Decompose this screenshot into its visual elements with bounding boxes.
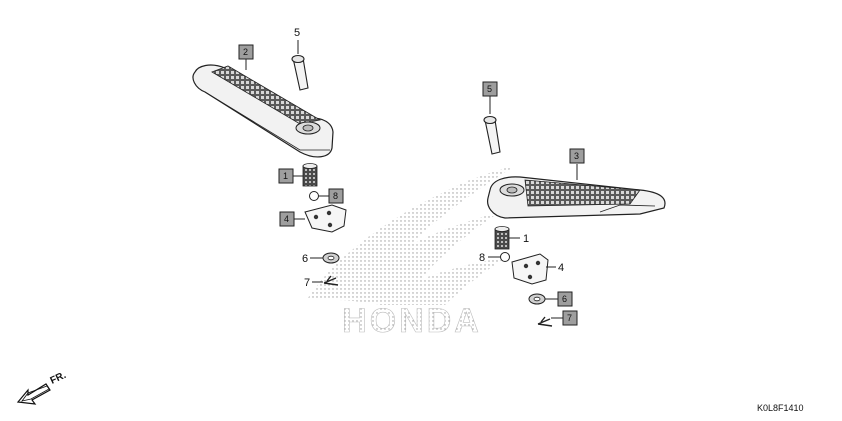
right-pivot-pin: 5 [482, 81, 501, 155]
right-footpeg-step: 3 [487, 148, 666, 219]
left-plate: 4 [279, 204, 347, 233]
left-plate-box-label: 4 [284, 214, 289, 224]
left-step-box-label: 2 [243, 47, 248, 57]
right-plate-label: 4 [558, 262, 564, 274]
left-spring: 1 [278, 163, 318, 187]
right-washer-box-label: 6 [562, 294, 567, 304]
left-pin-label: 5 [294, 27, 300, 39]
left-detent-ball: 8 [309, 188, 344, 204]
right-detent-ball: 8 [479, 252, 510, 264]
right-cotter-box [562, 310, 578, 326]
right-plate: 4 [511, 253, 564, 285]
left-footpeg-step: 2 [192, 44, 334, 158]
honda-watermark-text: HONDA [342, 302, 482, 340]
left-cotter-label: 7 [304, 277, 310, 289]
right-spring: 1 [494, 226, 529, 250]
front-direction-label: FR. [49, 370, 68, 387]
right-cotter-box-label: 7 [567, 313, 572, 323]
right-washer-box [557, 291, 573, 307]
right-spring-label: 1 [523, 233, 529, 245]
honda-wing-watermark: HONDA [308, 166, 515, 340]
right-step-box-label: 3 [574, 151, 579, 161]
left-pivot-pin: 5 [291, 27, 309, 91]
left-cotter-pin: 7 [304, 275, 339, 289]
right-pin-box-label: 5 [487, 84, 492, 94]
front-direction-arrow: FR. [16, 370, 68, 405]
left-footpeg-assembly: 5 2 1 8 [192, 27, 347, 289]
left-spring-box-label: 1 [283, 171, 288, 181]
right-footpeg-assembly: 5 3 1 8 [479, 81, 666, 327]
right-washer: 6 [528, 291, 573, 307]
right-step-box [569, 148, 585, 164]
left-ball-box [328, 188, 344, 204]
left-ball-box-label: 8 [333, 191, 338, 201]
right-ball-label: 8 [479, 252, 485, 264]
drawing-code: K0L8F1410 [757, 403, 804, 413]
left-step-box [238, 44, 254, 60]
left-washer: 6 [302, 252, 340, 265]
right-cotter-pin: 7 [537, 310, 578, 327]
left-washer-label: 6 [302, 253, 308, 265]
